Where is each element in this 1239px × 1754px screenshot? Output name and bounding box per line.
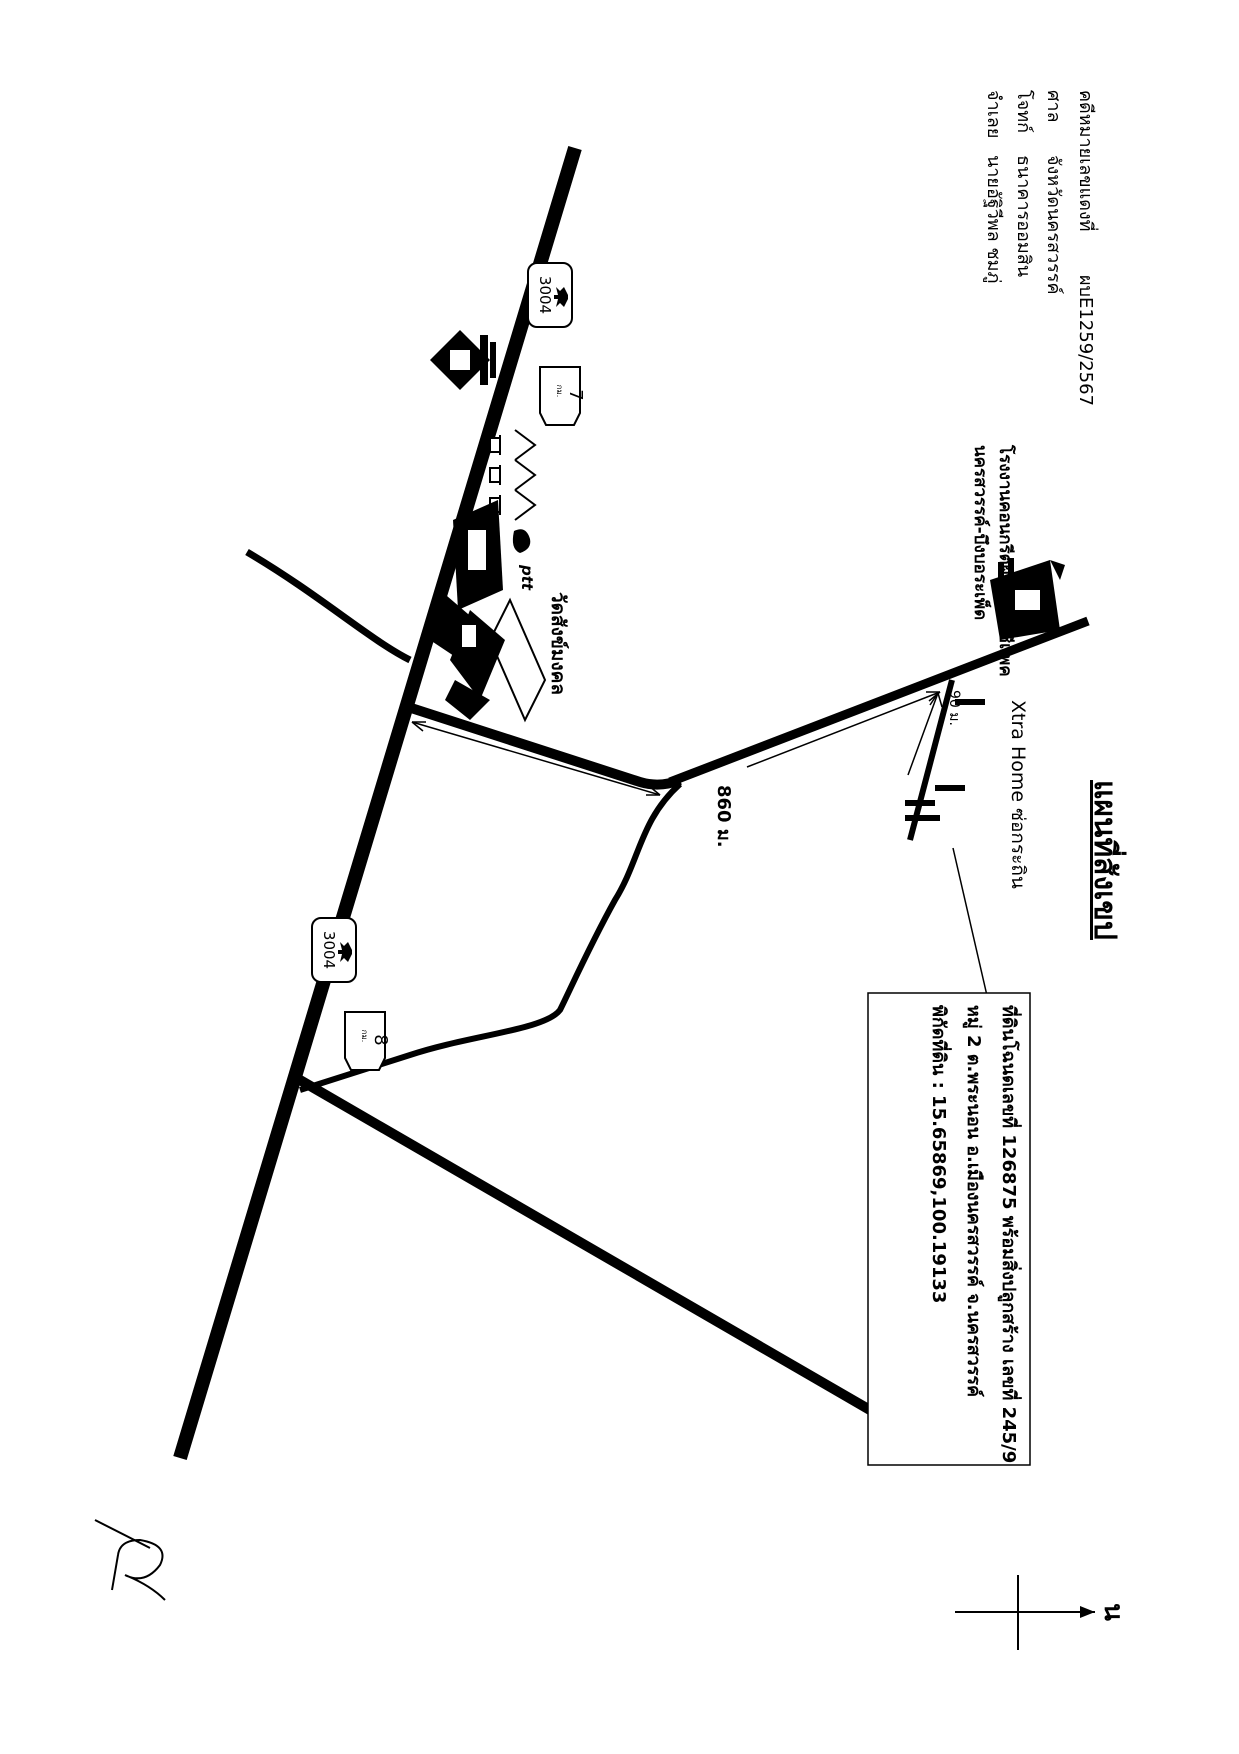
temple-complex-icon <box>430 590 547 723</box>
distance-90-label: 90 ม. <box>946 690 962 726</box>
signature-mark <box>94 1519 166 1601</box>
branch-road-north <box>245 548 412 664</box>
km-marker-shape <box>344 1011 386 1071</box>
plaintiff-label: โจทก์ <box>1013 90 1035 133</box>
road-to-xtra-home <box>668 616 1090 787</box>
gas-station-building-icon <box>453 500 503 610</box>
property-info-box: ที่ดินโฉนดเลขที่ 126875 พร้อมสิ่งปลูกสร้… <box>867 992 1031 1466</box>
small-soi <box>905 679 985 841</box>
route-sign-3004-north: 3004 <box>527 262 573 328</box>
north-arrow-icon <box>1080 1606 1095 1618</box>
diagonal-road-southeast <box>297 1075 873 1415</box>
property-box-border <box>867 992 1031 1466</box>
distance-860-label: 860 ม. <box>713 785 734 848</box>
route-sign-shape <box>527 262 573 328</box>
distance-arrow-90 <box>907 692 989 1001</box>
route-sign-number: 3004 <box>320 931 338 969</box>
case-no-label: คดีหมายเลขแดงที่ <box>1075 90 1099 232</box>
court-value: จังหวัดนครสวรรค์ <box>1043 155 1064 294</box>
factory-label: โรงงานคอนกรีตผสมเสร็จซีแพค <box>995 444 1018 677</box>
north-arrow: น <box>955 1575 1128 1650</box>
defendant-label: จำเลย <box>983 90 1004 138</box>
soi-road-main <box>403 701 682 790</box>
temple-label: วัดสังข์มงคล <box>547 592 569 695</box>
property-coordinates-line: พิกัดที่ดิน : 15.65869,100.19133 <box>928 1005 952 1303</box>
property-deed-line: ที่ดินโฉนดเลขที่ 126875 พร้อมสิ่งปลูกสร้… <box>997 1005 1022 1463</box>
defendant-value: นายอัฐิวีพล ชมภู่ <box>983 155 1004 283</box>
north-label: น <box>1098 1603 1128 1621</box>
xtra-home-label: Xtra Home ซ่อกระถิน <box>1007 700 1029 889</box>
case-no-value: ผบE1259/2567 <box>1075 275 1096 406</box>
km-marker-unit: กม. <box>555 385 564 398</box>
highway-3004-road <box>173 145 582 1461</box>
km-marker-shape <box>539 366 581 426</box>
route-sign-shape <box>311 917 357 983</box>
km-marker-unit: กม. <box>360 1030 369 1043</box>
route-sign-number: 3004 <box>536 276 554 314</box>
garuda-icon <box>554 287 568 307</box>
temple-icon-north <box>430 330 496 390</box>
gas-station-label: ptt <box>518 564 536 591</box>
case-info-block: คดีหมายเลขแดงที่ ผบE1259/2567 ศาล จังหวั… <box>983 90 1099 406</box>
km-marker-7: กม. 7 <box>539 366 586 426</box>
map-title: แผนที่สังเขป <box>1087 780 1127 940</box>
road-network <box>173 145 1090 1461</box>
winding-road-south <box>299 781 683 1093</box>
km-marker-8: กม. 8 <box>344 1011 391 1071</box>
distance-arrow-860 <box>411 691 941 796</box>
garuda-icon <box>338 942 352 962</box>
factory-label-line2: นครสวรรค์-บึงบอระเพ็ด <box>970 445 993 620</box>
plaintiff-value: ธนาคารออมสิน <box>1013 155 1034 277</box>
gas-station-icon: ptt <box>512 529 536 591</box>
km-marker-number: 7 <box>565 389 586 400</box>
route-sign-3004-south: 3004 <box>311 917 357 983</box>
court-label: ศาล <box>1043 90 1064 123</box>
km-marker-number: 8 <box>370 1034 391 1045</box>
factory-icon <box>990 558 1065 640</box>
property-address-line: หมู่ 2 ต.พระนอน อ.เมืองนครสวรรค์ จ.นครสว… <box>962 1005 985 1397</box>
